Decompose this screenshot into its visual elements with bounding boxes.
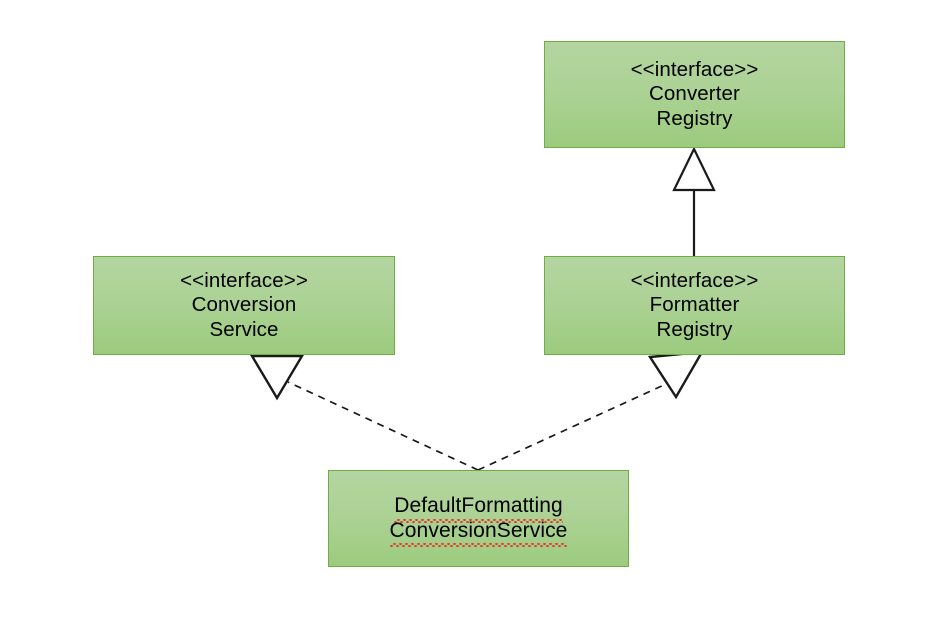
class-name-line-1: DefaultFormatting [329,493,628,523]
class-name-line-1: Converter [649,82,740,106]
class-name-line-2: Registry [656,317,733,341]
hollow-triangle-arrowhead [647,350,705,400]
realization-line [477,383,667,471]
stereotype-label: <<interface>> [180,269,308,293]
class-name-line-1: Formatter [649,293,740,317]
class-name-line-2: Registry [656,106,733,130]
hollow-triangle-arrowhead [672,146,716,192]
class-node-conversion-service[interactable]: <<interface>> Conversion Service [93,256,395,355]
class-node-default-formatting-conversion-service[interactable]: DefaultFormatting ConversionService [328,470,629,567]
stereotype-label: <<interface>> [630,58,759,82]
connector-formatter-registry-to-converter-registry [672,146,716,256]
class-node-formatter-registry[interactable]: <<interface>> Formatter Registry [544,256,845,355]
class-node-converter-registry[interactable]: <<interface>> Converter Registry [544,41,845,148]
class-name-line-1: Conversion [191,293,297,317]
class-name-line-2: Service [209,317,279,341]
class-name-line-1-text: DefaultFormatting [394,493,563,523]
connector-default-service-to-formatter-registry [477,350,705,471]
stereotype-label: <<interface>> [630,269,759,293]
hollow-triangle-arrowhead [249,354,305,401]
class-name-line-2-text: ConversionService [389,518,568,547]
class-name-line-2: ConversionService [329,518,628,547]
realization-line [287,381,479,471]
connector-default-service-to-conversion-service [249,354,479,471]
